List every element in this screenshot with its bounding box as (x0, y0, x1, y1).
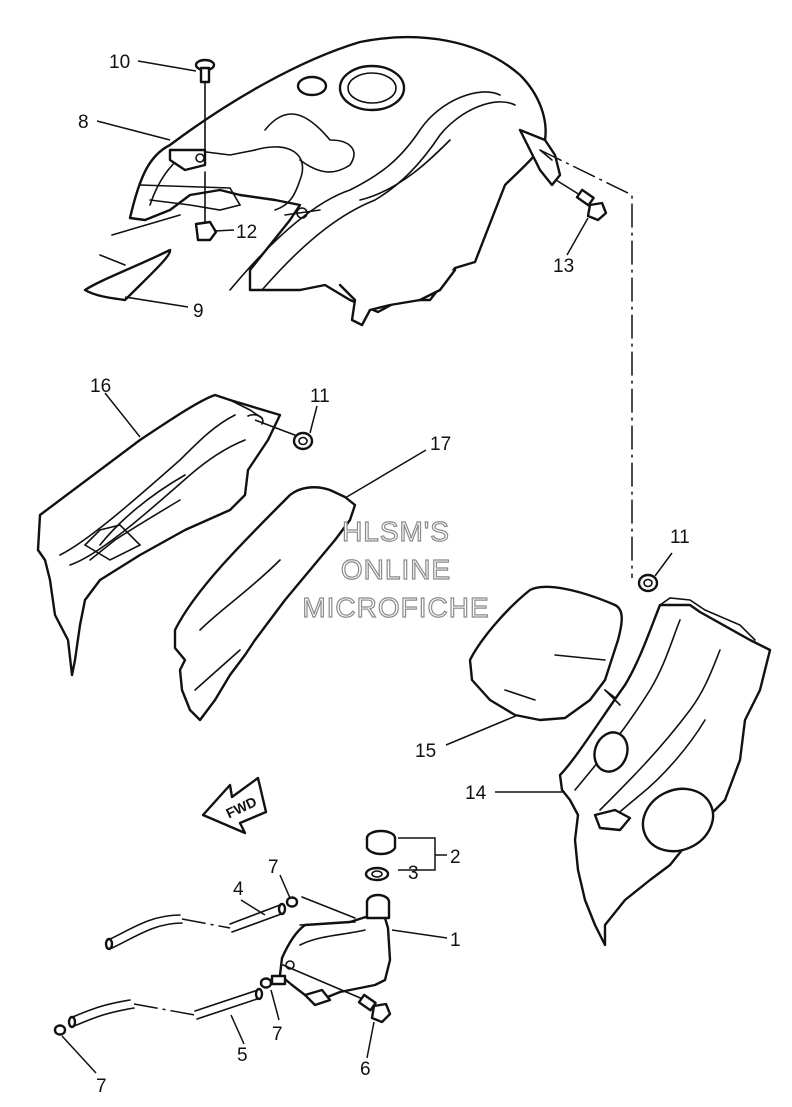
decal-part-17 (173, 486, 357, 722)
washer-part-3 (364, 866, 390, 882)
clamp-part-7-top (285, 896, 299, 908)
callout-15: 15 (415, 741, 436, 762)
clamp-part-7-bottom (53, 1024, 67, 1036)
callout-13: 13 (553, 256, 574, 277)
nut-part-12 (194, 171, 218, 242)
clamp-part-7-mid (259, 974, 287, 989)
callout-10: 10 (109, 52, 130, 73)
callout-16: 16 (90, 376, 111, 397)
grommet-part-11-right (637, 573, 659, 593)
reservoir-tank-part-1 (278, 893, 392, 1007)
callout-14: 14 (465, 783, 487, 804)
watermark-line-2: ONLINE (341, 554, 451, 585)
watermark-line-1: HLSM'S (342, 516, 450, 547)
grommet-part-11-top (292, 431, 314, 451)
callout-4: 4 (233, 879, 244, 900)
bolt-part-13 (555, 179, 608, 222)
callout-2: 2 (450, 847, 461, 868)
callout-6: 6 (360, 1059, 371, 1080)
callout-11-top: 11 (310, 386, 330, 407)
callout-5: 5 (237, 1045, 248, 1066)
part-numbers: 10 8 12 9 13 16 11 17 11 15 14 2 3 1 4 7… (78, 52, 690, 1097)
bolt-part-6 (357, 993, 392, 1024)
callout-7-top: 7 (268, 857, 279, 878)
callout-1: 1 (450, 930, 461, 951)
side-panel-part-14 (558, 597, 772, 947)
callout-9: 9 (193, 301, 204, 322)
watermark-line-3: MICROFICHE (302, 592, 489, 623)
tank-cover-part-8 (128, 35, 562, 327)
assembly-line (539, 149, 633, 578)
callout-3: 3 (408, 863, 419, 884)
callout-7-bottom: 7 (96, 1076, 107, 1097)
side-panel-part-16 (36, 393, 301, 677)
leader-lines (61, 60, 673, 1074)
pad-part-9 (83, 214, 181, 302)
hose-part-5 (67, 987, 264, 1029)
callout-12: 12 (236, 222, 257, 243)
callout-11-right: 11 (670, 527, 690, 548)
bolt-part-10 (194, 58, 216, 159)
callout-17: 17 (430, 434, 451, 455)
hose-part-4 (104, 902, 287, 951)
callout-8: 8 (78, 112, 89, 133)
decal-part-15 (468, 585, 623, 722)
watermark: HLSM'S ONLINE MICROFICHE (302, 515, 490, 623)
cap-part-2 (365, 829, 397, 856)
forward-arrow: FWD (201, 776, 268, 835)
callout-7-mid: 7 (272, 1024, 283, 1045)
